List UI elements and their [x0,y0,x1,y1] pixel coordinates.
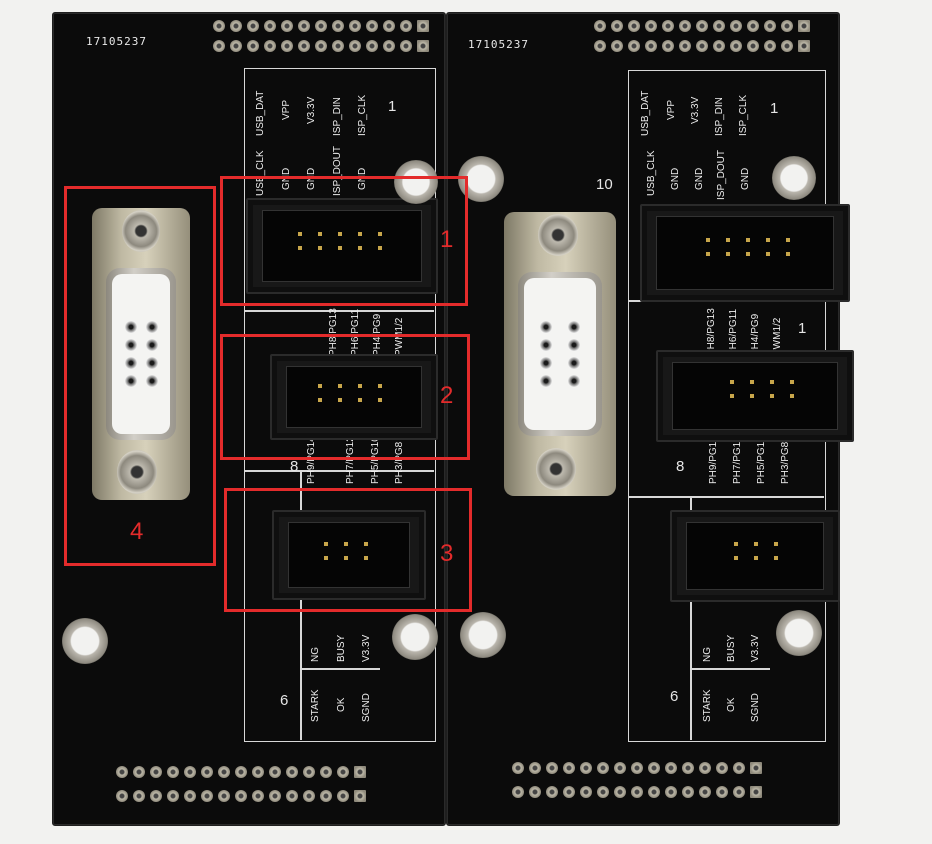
left-header-8pin [270,354,438,440]
right-bottom-pin-header-row2 [512,786,762,798]
left-db9-screw-top [122,210,160,252]
right-mount-hole-4 [776,610,822,656]
right-label-ph7: PH7/PG12 [732,436,743,484]
highlight-box-2 [220,334,470,460]
left-top-pin-header-row2 [213,40,429,52]
right-pin1-mark: 1 [770,100,779,117]
right-mount-hole-2 [772,156,816,200]
left-label-ng: NG [310,647,321,662]
highlight-label-4: 4 [130,518,144,545]
right-label-isp-dout: ISP_DOUT [716,149,727,200]
right-header-10pin [640,204,850,302]
right-label-usb-clk: USB_CLK [646,150,657,196]
highlight-box-1 [220,176,468,306]
left-label-ok: OK [336,697,347,712]
right-db9-screw-bottom [536,448,576,490]
right-bottom-pin-header [512,762,762,774]
left-pin1-mark: 1 [388,98,397,115]
right-label-ph8: PH8/PG13 [706,308,717,356]
left-label-vpp: VPP [281,99,292,120]
right-label-stark: STARK [702,689,713,722]
right-label-ph6: PH6/PG11 [728,308,739,356]
left-header-10pin [246,198,438,294]
left-top-pin-header [213,20,429,32]
left-label-busy: BUSY [336,634,347,662]
right-top-pin-header [594,20,810,32]
right-db9-screw-top [538,214,578,256]
right-header-8pin [656,350,854,442]
right-header-6pin [670,510,840,602]
left-mount-hole-3 [392,614,438,660]
highlight-box-4 [64,186,216,566]
left-label-v33: V3.3V [306,96,317,124]
right-mount-hole-3 [460,612,506,658]
left-db9-connector [92,208,190,500]
right-label-isp-clk: ISP_CLK [738,94,749,136]
left-bottom-pin-header-row2 [116,790,366,802]
highlight-label-1: 1 [440,226,454,253]
left-header-6pin [272,510,426,600]
left-label-v33-b: V3.3V [361,634,372,662]
right-bank2-mark: 8 [676,458,685,475]
left-serial: 17105237 [86,35,147,48]
left-label-stark: STARK [310,689,321,722]
right-pin10-mark: 10 [596,176,613,193]
right-label-sgnd: SGND [750,693,761,722]
left-label-isp-din: ISP_DIN [332,97,343,136]
right-label-v33-b: V3.3V [750,634,761,662]
right-top-pin-header-row2 [594,40,810,52]
left-bottom-pin-header [116,766,366,778]
left-mount-hole-2 [62,618,108,664]
right-label-gnd-3: GND [740,167,751,190]
right-label-ng: NG [702,647,713,662]
left-mount-hole-1 [394,160,438,204]
highlight-box-3 [224,488,472,612]
right-label-usb-dat: USB_DAT [640,90,651,136]
left-bank2-mark: 8 [290,458,299,475]
right-serial: 17105237 [468,38,529,51]
right-bank2-pin1-mark: 1 [798,320,807,337]
right-label-isp-din: ISP_DIN [714,97,725,136]
right-label-gnd-1: GND [670,167,681,190]
highlight-label-2: 2 [440,382,454,409]
right-label-ph3: PH3/PG8 [780,441,791,484]
right-label-ph5: PH5/PG10 [756,436,767,484]
left-label-usb-dat: USB_DAT [255,90,266,136]
highlight-label-3: 3 [440,540,454,567]
right-label-gnd-2: GND [694,167,705,190]
left-label-sgnd: SGND [361,693,372,722]
left-db9-screw-bottom [117,450,157,494]
right-label-ok: OK [726,697,737,712]
right-label-busy: BUSY [726,634,737,662]
right-label-vpp: VPP [666,99,677,120]
right-label-ph9: PH9/PG14 [708,436,719,484]
right-pin6-mark: 6 [670,688,679,705]
left-pin6-mark: 6 [280,692,289,709]
left-label-isp-clk: ISP_CLK [357,94,368,136]
right-label-v33: V3.3V [690,96,701,124]
